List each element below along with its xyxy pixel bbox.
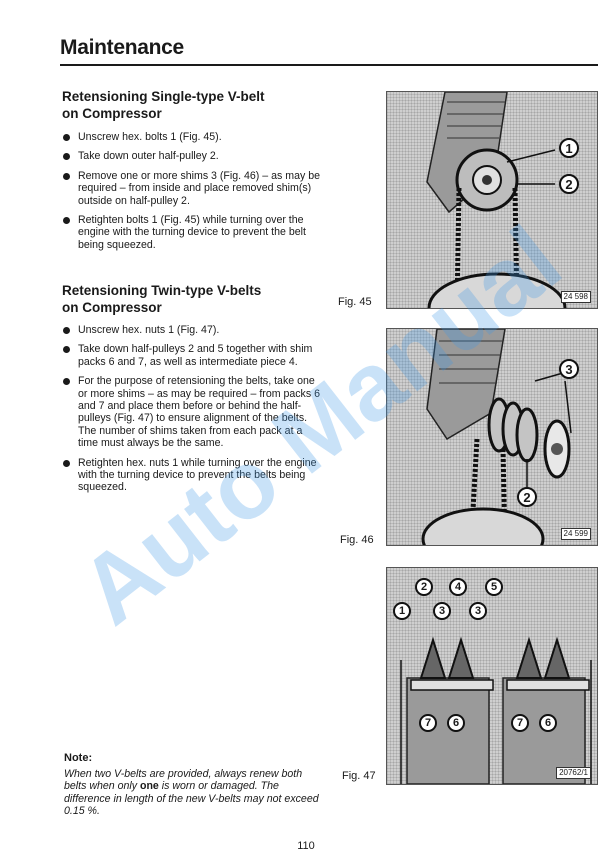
section2-heading-line1: Retensioning Twin-type V-belts — [62, 283, 262, 298]
section2-list: Unscrew hex. nuts 1 (Fig. 47). Take down… — [62, 324, 324, 501]
callout-7: 7 — [419, 714, 437, 732]
fig46-image: 3 2 24 599 — [386, 328, 598, 546]
callout-2: 2 — [559, 174, 579, 194]
callout-3: 3 — [469, 602, 487, 620]
fig45-number: 24 598 — [560, 291, 591, 303]
fig47-drawing — [400, 636, 592, 784]
fig47-caption: Fig. 47 — [342, 770, 376, 782]
section1-list: Unscrew hex. bolts 1 (Fig. 45). Take dow… — [62, 131, 324, 258]
fig45-image: 1 2 24 598 — [386, 91, 598, 309]
fig45-drawing — [426, 92, 567, 308]
callout-5: 5 — [485, 578, 503, 596]
note-text-before: When two V-belts are provided, always re… — [64, 768, 303, 793]
fig46-number: 24 599 — [560, 528, 591, 540]
section1-heading-line2: on Compressor — [62, 106, 162, 121]
list-item: Retighten hex. nuts 1 while turning over… — [62, 457, 324, 494]
list-item: Take down half-pulleys 2 and 5 together … — [62, 343, 324, 368]
list-item: Unscrew hex. nuts 1 (Fig. 47). — [62, 324, 324, 336]
callout-6: 6 — [539, 714, 557, 732]
fig47-number: 20762/1 — [556, 767, 591, 779]
fig45-caption: Fig. 45 — [338, 296, 372, 308]
fig47-image: 2 4 5 1 3 3 7 6 7 6 20762/1 — [386, 567, 598, 785]
list-item: For the purpose of retensioning the belt… — [62, 375, 324, 449]
section1-heading-line1: Retensioning Single-type V-belt — [62, 89, 265, 104]
callout-3: 3 — [433, 602, 451, 620]
note-text-after: is worn or damaged. The difference in le… — [64, 780, 319, 818]
section1-heading: Retensioning Single-type V-belt on Compr… — [62, 88, 265, 122]
title-rule — [60, 64, 598, 66]
callout-1: 1 — [559, 138, 579, 158]
callout-2: 2 — [517, 487, 537, 507]
note-title: Note: — [64, 752, 93, 764]
page-number: 110 — [297, 840, 315, 852]
callout-2: 2 — [415, 578, 433, 596]
list-item: Take down outer half-pulley 2. — [62, 150, 324, 162]
note-text-bold: one — [139, 780, 159, 793]
callout-1: 1 — [393, 602, 411, 620]
note-text: When two V-belts are provided, always re… — [64, 768, 326, 818]
page-title: Maintenance — [60, 36, 184, 59]
callout-6: 6 — [447, 714, 465, 732]
list-item: Retighten bolts 1 (Fig. 45) while turnin… — [62, 214, 324, 251]
callout-7: 7 — [511, 714, 529, 732]
callout-4: 4 — [449, 578, 467, 596]
callout-3: 3 — [559, 359, 579, 379]
fig46-drawing — [421, 329, 572, 545]
list-item: Unscrew hex. bolts 1 (Fig. 45). — [62, 131, 324, 143]
section2-heading: Retensioning Twin-type V-belts on Compre… — [62, 282, 261, 316]
section2-heading-line2: on Compressor — [62, 300, 162, 315]
list-item: Remove one or more shims 3 (Fig. 46) – a… — [62, 170, 324, 207]
fig46-caption: Fig. 46 — [340, 534, 374, 546]
